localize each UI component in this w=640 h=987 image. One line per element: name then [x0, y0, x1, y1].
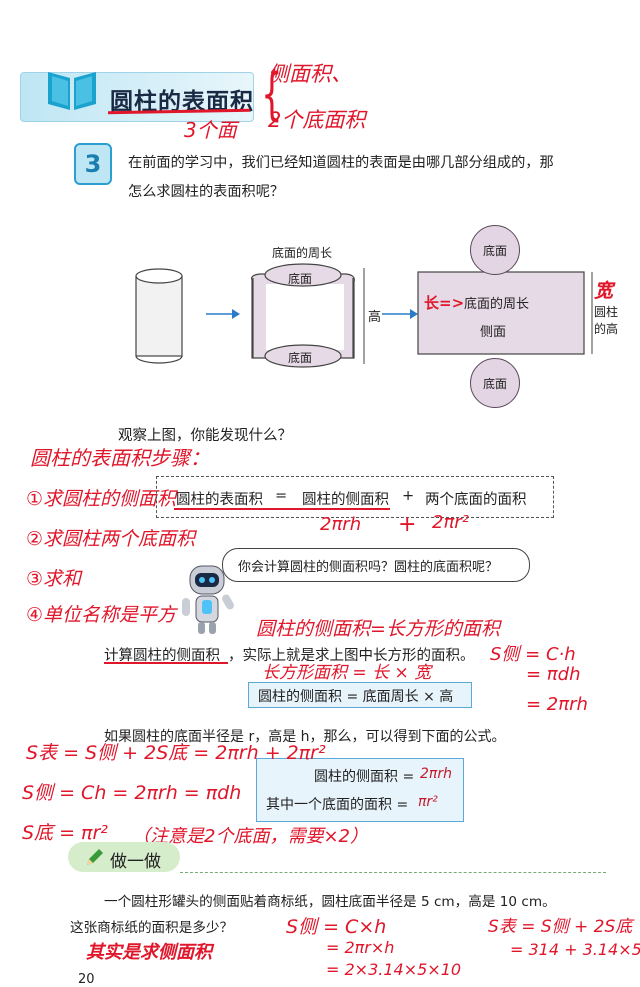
formula1-note-bases: 2πr²: [432, 512, 469, 533]
formula1-eq: =: [275, 488, 288, 504]
step-2: ②求圆柱两个底面积: [26, 528, 196, 550]
lateral-right1: S侧 = C·h: [490, 644, 576, 665]
radius-text: 如果圆柱的底面半径是 r，高是 h，那么，可以得到下面的公式。: [104, 729, 506, 745]
practice-right2: = 314 + 3.14×5: [510, 940, 640, 959]
practice-mid2: = 2πr×h: [326, 938, 395, 957]
observe-text: 观察上图，你能发现什么？: [118, 428, 292, 444]
step-1: ①求圆柱的侧面积: [26, 488, 177, 510]
book-icon: [44, 66, 100, 112]
problem-line1: 在前面的学习中，我们已经知道圆柱的表面是由哪几部分组成的，那: [128, 155, 554, 171]
formula1-note-plus: +: [398, 512, 417, 537]
formula2-line2: 其中一个底面的面积 =: [266, 797, 409, 813]
rect-label-height1: 圆柱: [594, 305, 619, 319]
rect-label-height2: 的高: [594, 322, 619, 336]
practice-hand-note: 其实是求侧面积: [86, 942, 212, 963]
lateral-formula-box: [248, 682, 472, 708]
problem-number: 3: [84, 150, 102, 178]
steps-title: 圆柱的表面积步骤：: [30, 446, 210, 470]
circle-base-top: 底面: [470, 225, 520, 275]
lateral-hand-rect: 长方形面积 = 长 × 宽: [262, 663, 432, 683]
label-base-top: 底面: [288, 272, 313, 286]
lateral-right3: = 2πrh: [526, 694, 588, 715]
page-number: 20: [78, 972, 95, 987]
step-3: ③求和: [26, 568, 82, 590]
lateral-right2: = πdh: [526, 664, 581, 685]
practice-divider: [180, 872, 606, 873]
note-width: 宽: [594, 280, 614, 302]
hand-formula-4: （注意是2个底面，需要×2）: [132, 826, 368, 847]
note-two-bases: 2个底面积: [268, 108, 366, 132]
robot-illustration: [178, 560, 236, 638]
formula1-underline: [174, 508, 390, 510]
practice-banner: [68, 842, 180, 872]
formula2-line2-val: πr²: [418, 794, 438, 810]
practice-mid3: = 2×3.14×5×10: [326, 960, 462, 979]
practice-right1: S表 = S侧 + 2S底: [488, 917, 633, 937]
lateral-text-b: ，实际上就是求上图中长方形的面积。: [228, 648, 475, 664]
step-4: ④单位名称是平方: [26, 604, 177, 626]
formula1-plus: +: [402, 488, 415, 504]
lateral-hand-title: 圆柱的侧面积=长方形的面积: [256, 618, 500, 640]
lateral-text-a: 计算圆柱的侧面积: [104, 648, 220, 664]
rect-label-perimeter: 底面的周长: [464, 297, 530, 312]
robot-question: 你会计算圆柱的侧面积吗？圆柱的底面积呢？: [238, 560, 499, 575]
practice-line1: 一个圆柱形罐头的侧面贴着商标纸，圆柱底面半径是 5 cm，高是 10 cm。: [104, 894, 556, 910]
formula1-note-side: 2πrh: [320, 514, 362, 535]
pencil-icon: [84, 846, 106, 868]
problem-number-badge: 3: [74, 143, 112, 185]
robot-speech-bubble: [222, 548, 530, 582]
formula1-side: 圆柱的侧面积: [302, 492, 389, 508]
label-base-bottom: 底面: [288, 351, 313, 365]
label-height: 高: [368, 310, 382, 325]
circle-base-bottom: 底面: [470, 358, 520, 408]
hand-formula-3: S底 = πr²: [22, 822, 108, 844]
formula2-box: [256, 758, 464, 822]
practice-title: 做一做: [110, 852, 161, 872]
note-three-faces: 3个面: [184, 118, 237, 142]
formula1-bases: 两个底面的面积: [425, 492, 527, 508]
formula2-line1: 圆柱的侧面积 =: [314, 769, 415, 785]
note-long: 长=>: [424, 294, 465, 312]
lateral-formula: 圆柱的侧面积 = 底面周长 × 高: [258, 689, 454, 705]
rect-label-side: 侧面: [480, 325, 507, 340]
lateral-underline: [104, 662, 228, 664]
cylinder-unfold-figure: [120, 220, 630, 420]
practice-line2: 这张商标纸的面积是多少？: [70, 920, 234, 936]
problem-line2: 怎么求圆柱的表面积呢？: [128, 184, 285, 200]
hand-formula-2: S侧 = Ch = 2πrh = πdh: [22, 782, 242, 804]
practice-mid1: S侧 = C×h: [286, 916, 387, 938]
formula2-line1-val: 2πrh: [420, 766, 452, 782]
formula1-surface: 圆柱的表面积: [176, 492, 263, 508]
caption-base-perimeter: 底面的周长: [272, 246, 333, 260]
surface-area-formula-box: [156, 476, 554, 518]
hand-formula-1: S表 = S侧 + 2S底 = 2πrh + 2πr²: [26, 742, 326, 764]
note-brace: {: [261, 62, 283, 127]
note-side-area: 侧面积、: [268, 62, 352, 86]
